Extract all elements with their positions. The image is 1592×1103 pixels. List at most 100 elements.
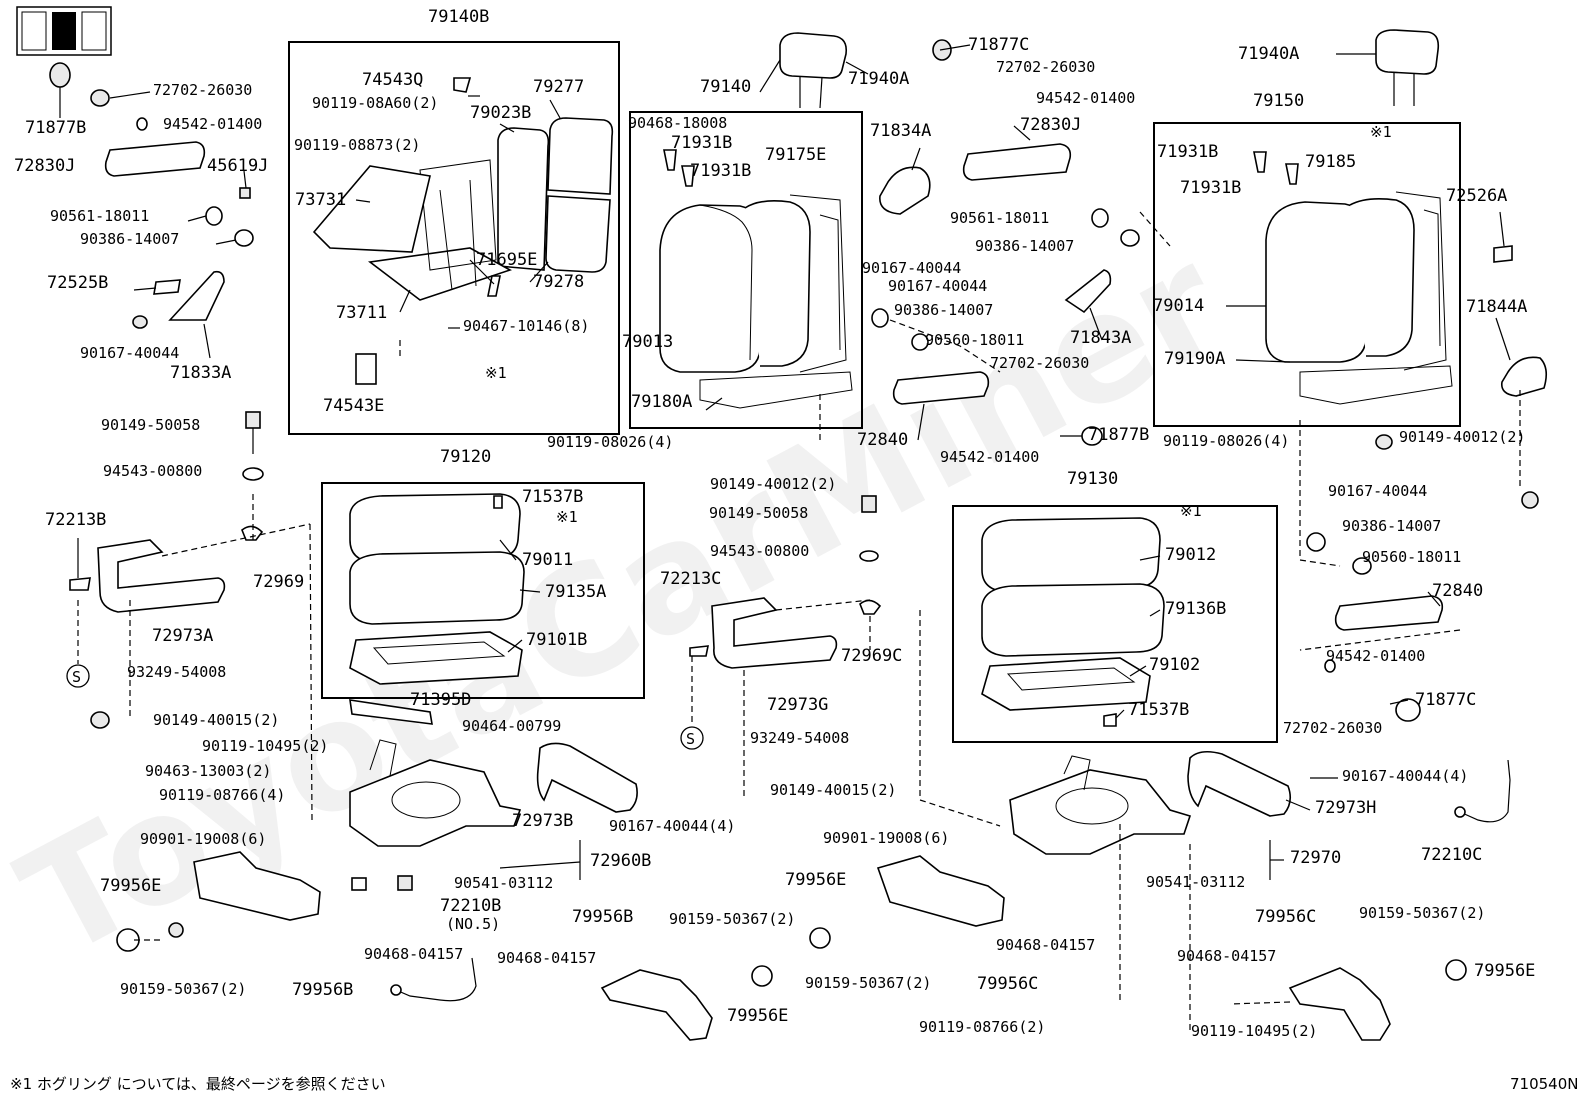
part-label: 90167-40044(4) bbox=[609, 817, 735, 835]
part-label: 90560-18011 bbox=[1362, 548, 1461, 566]
part-label: 79101B bbox=[526, 630, 587, 650]
part-label: 90149-50058 bbox=[709, 504, 808, 522]
part-label: 71877C bbox=[968, 35, 1029, 55]
part-label: 72973B bbox=[512, 811, 573, 831]
part-label: 72970 bbox=[1290, 848, 1341, 868]
part-label: ※1 bbox=[485, 364, 507, 382]
cover-79956e-left-front bbox=[193, 851, 321, 921]
label-74543q bbox=[453, 77, 472, 93]
leader-lines bbox=[133, 44, 1511, 880]
part-label: (NO.5) bbox=[446, 915, 500, 933]
part-label: 90468-18008 bbox=[628, 114, 727, 132]
nut-90541-03112-left bbox=[397, 875, 413, 891]
part-label: 79014 bbox=[1153, 296, 1204, 316]
adjuster-72970 bbox=[1009, 755, 1192, 855]
part-label: 90468-04157 bbox=[497, 949, 596, 967]
part-label: 90119-10495(2) bbox=[1191, 1022, 1317, 1040]
part-label: 90167-40044 bbox=[80, 344, 179, 362]
cap-79956e-right bbox=[1445, 959, 1467, 981]
cushion-frame-79102 bbox=[981, 657, 1151, 711]
part-label: 71537B bbox=[522, 487, 583, 507]
part-label: 90119-08766(4) bbox=[159, 786, 285, 804]
cap-79956e-center bbox=[751, 927, 831, 987]
part-label: 71834A bbox=[870, 121, 931, 141]
part-label: 90159-50367(2) bbox=[1359, 904, 1485, 922]
part-label: 71537B bbox=[1128, 700, 1189, 720]
part-label: 79278 bbox=[533, 272, 584, 292]
part-label: 79956E bbox=[1474, 961, 1535, 981]
part-label: 90901-19008(6) bbox=[140, 830, 266, 848]
part-label: 94542-01400 bbox=[1326, 647, 1425, 665]
headrest-71940a-right bbox=[1336, 29, 1440, 106]
part-label: 71833A bbox=[170, 363, 231, 383]
part-label: 94542-01400 bbox=[1036, 89, 1135, 107]
part-label: 79185 bbox=[1305, 152, 1356, 172]
cover-79956c-center bbox=[876, 855, 1005, 927]
part-label: 90149-40015(2) bbox=[770, 781, 896, 799]
part-label: 71395D bbox=[410, 690, 471, 710]
cover-72525b bbox=[153, 279, 181, 295]
part-label: 79956B bbox=[292, 980, 353, 1000]
cable-72210b bbox=[390, 957, 477, 1002]
part-label: 72830J bbox=[14, 156, 75, 176]
bushings-right bbox=[1306, 434, 1539, 673]
group-frame-79140 bbox=[629, 111, 863, 429]
washer-94542-01400-left bbox=[136, 117, 148, 131]
armrest-72840-center bbox=[892, 371, 990, 405]
nut-45619j bbox=[239, 187, 251, 199]
group-frame-79150 bbox=[1153, 122, 1461, 427]
part-label: 72973H bbox=[1315, 798, 1376, 818]
part-label: 90149-40012(2) bbox=[710, 475, 836, 493]
part-label: 90159-50367(2) bbox=[669, 910, 795, 928]
part-label: 90468-04157 bbox=[996, 936, 1095, 954]
knob-72969c bbox=[859, 599, 882, 615]
washer-94543-00800-center bbox=[859, 550, 879, 562]
clip-90468-04157-left bbox=[351, 877, 367, 891]
clip-71931b-a bbox=[663, 149, 677, 171]
part-label: 79956E bbox=[100, 876, 161, 896]
clip-71537b-a bbox=[493, 495, 503, 509]
part-label: 90149-40012(2) bbox=[1399, 428, 1525, 446]
part-label: 79956C bbox=[977, 974, 1038, 994]
part-label: 90464-00799 bbox=[462, 717, 561, 735]
part-label: 79140B bbox=[428, 7, 489, 27]
part-label: 90119-08026(4) bbox=[1163, 432, 1289, 450]
part-label: 72213C bbox=[660, 569, 721, 589]
bushing-90561-18011-left bbox=[205, 206, 223, 226]
part-label: 72830J bbox=[1020, 115, 1081, 135]
adjuster-72960b bbox=[349, 699, 522, 847]
part-label: ※1 bbox=[1180, 502, 1202, 520]
seatback-pad-79023b bbox=[497, 127, 550, 271]
screw-90167-40044-left bbox=[132, 315, 148, 329]
part-label: 79150 bbox=[1253, 91, 1304, 111]
part-label: 72840 bbox=[857, 430, 908, 450]
part-label: 90119-10495(2) bbox=[202, 737, 328, 755]
cover-71834a bbox=[879, 166, 931, 215]
part-label: 72702-26030 bbox=[990, 354, 1089, 372]
part-label: 72969C bbox=[841, 646, 902, 666]
part-label: 79135A bbox=[545, 582, 606, 602]
part-label: 79956B bbox=[572, 907, 633, 927]
knob-72969 bbox=[241, 525, 264, 541]
part-label: 94542-01400 bbox=[163, 115, 262, 133]
part-label: ※1 bbox=[556, 508, 578, 526]
part-label: 45619J bbox=[207, 156, 268, 176]
part-label: 72973G bbox=[767, 695, 828, 715]
part-label: 79023B bbox=[470, 103, 531, 123]
cap-90386-14007-left bbox=[234, 229, 254, 247]
part-label: 74543E bbox=[323, 396, 384, 416]
part-label: 90386-14007 bbox=[1342, 517, 1441, 535]
part-label: 79102 bbox=[1149, 655, 1200, 675]
part-label: 79012 bbox=[1165, 545, 1216, 565]
cover-72973a bbox=[97, 539, 226, 613]
cover-72526a bbox=[1493, 245, 1513, 263]
trim-72973h bbox=[1187, 750, 1292, 817]
part-label: 94543-00800 bbox=[710, 542, 809, 560]
part-label: 93249-54008 bbox=[750, 729, 849, 747]
figure-code: 710540N bbox=[1510, 1075, 1578, 1093]
part-label: 71877B bbox=[1088, 425, 1149, 445]
part-label: 72840 bbox=[1432, 581, 1483, 601]
bolt-90149-50058-center bbox=[861, 495, 877, 513]
part-label: 71931B bbox=[1180, 178, 1241, 198]
part-label: 73711 bbox=[336, 303, 387, 323]
